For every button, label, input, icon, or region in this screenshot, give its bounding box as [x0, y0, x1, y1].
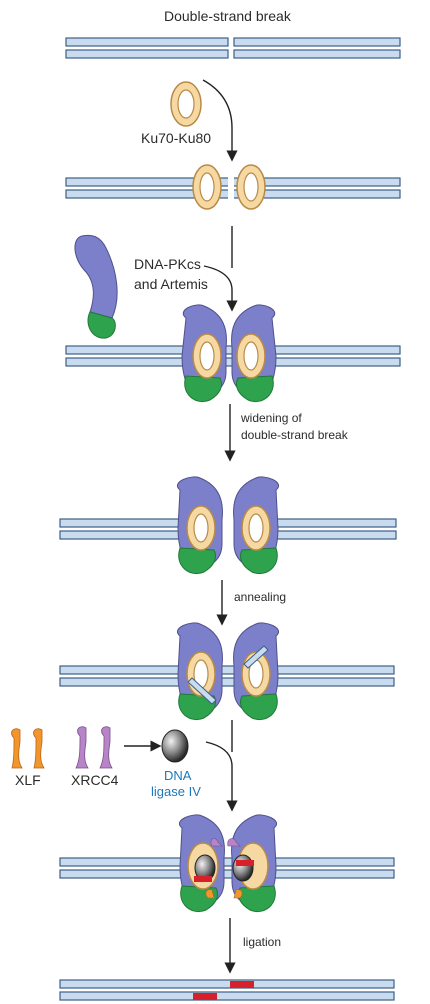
dnapkcs-artemis-free	[74, 234, 118, 339]
dna-left	[65, 37, 229, 59]
ligated-dna	[59, 979, 395, 1001]
label-ligase-iv: ligase IV	[151, 784, 201, 799]
complex-stage-4	[59, 476, 397, 574]
label-widening: widening of	[241, 411, 302, 425]
title-double-strand-break: Double-strand break	[164, 8, 291, 24]
label-dna: DNA	[164, 768, 192, 783]
label-double-strand-break: double-strand break	[241, 428, 348, 442]
label-xlf: XLF	[15, 772, 41, 788]
complex-stage-6	[59, 814, 395, 912]
dna-right	[233, 37, 401, 59]
ligation-mark-top	[230, 981, 254, 988]
ku-ring-left	[192, 164, 222, 210]
label-ku70-ku80: Ku70-Ku80	[141, 130, 212, 146]
ligation-mark-bottom	[193, 993, 217, 1000]
dna-ku-stage	[65, 164, 401, 210]
label-artemis: and Artemis	[134, 276, 208, 292]
arrow-5	[205, 741, 238, 812]
label-dnapkcs: DNA-PKcs	[134, 256, 201, 272]
arrow-2	[203, 265, 238, 312]
complex-stage-5	[59, 622, 395, 720]
arrow-1	[202, 79, 238, 162]
label-ligation: ligation	[243, 935, 282, 949]
label-annealing: annealing	[234, 590, 287, 604]
label-xrcc4: XRCC4	[71, 772, 119, 788]
ku-ring-right	[236, 164, 266, 210]
xrcc4-protein	[75, 726, 113, 769]
dna-break-stage	[65, 37, 401, 59]
dna-ligase-iv-icon	[161, 729, 189, 763]
xlf-protein	[11, 728, 45, 769]
ku-free-ring	[170, 81, 202, 127]
complex-stage-3	[65, 304, 401, 402]
